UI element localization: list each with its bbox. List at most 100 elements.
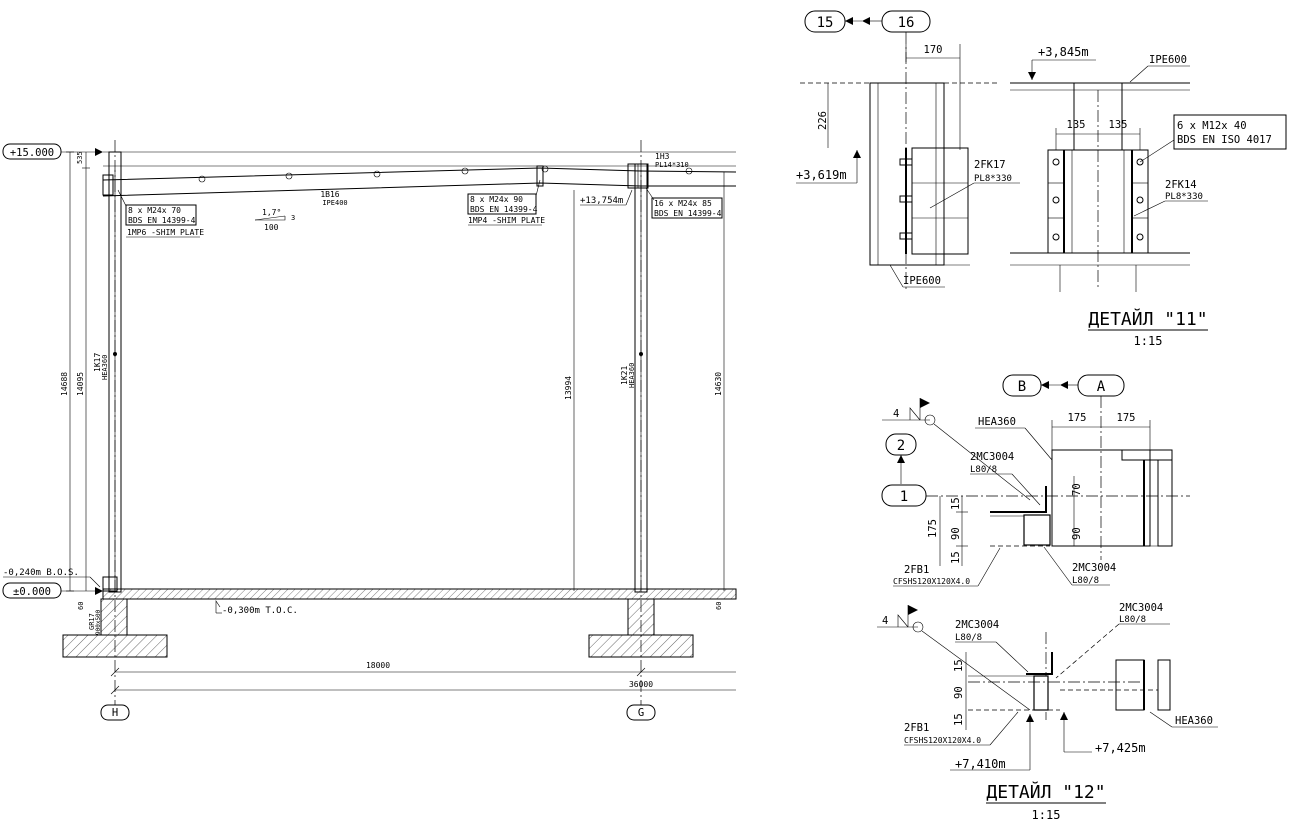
slope-value: 1,7°: [262, 208, 281, 217]
d12-weld-upper: 4: [893, 408, 899, 420]
roof-rafter: 1B16 IPE400 1H3 PL14*310: [102, 151, 737, 207]
column-right: 1K21 HEA360: [620, 163, 648, 593]
d11-plate-left-size: PL8*330: [974, 174, 1012, 184]
dim-vertical-left: 535 14688 14095 60: [60, 151, 90, 610]
column-left: 1K17 HEA360: [93, 151, 122, 593]
d11-level-lower-label: +3,619m: [796, 168, 847, 182]
column-left-profile: HEA360: [101, 355, 109, 380]
column-left-id: 1K17: [93, 353, 102, 372]
d11-plate-right-id: 2FK14: [1165, 179, 1197, 191]
note-left-bolts: 8 x M24x 70: [128, 206, 181, 215]
level-zero-label: ±0.000: [13, 586, 51, 598]
d12-dim-15b: 15: [950, 551, 962, 564]
d12-dim-15d: 15: [953, 713, 965, 726]
note-left: 8 x M24x 70 BDS EN 14399-4 1MP6 -SHIM PL…: [117, 189, 204, 238]
footing-left: GR17 900x500: [62, 576, 168, 658]
note-mid-shim: 1MP4 -SHIM PLATE: [468, 216, 545, 225]
d12-angle3-id: 2MC3004: [955, 619, 999, 631]
elevation-view: +15.000 ±0.000 -0,240m B.O.S. 1K17 HEA36…: [2, 140, 737, 721]
dim-14095: 14095: [76, 372, 85, 396]
d12-angle1-size: L80/8: [970, 465, 997, 475]
d11-title-block: ДЕТАЙЛ "11" 1:15: [1088, 308, 1208, 348]
beam-profile: IPE400: [322, 199, 347, 207]
axis-bubble-2: 2: [885, 433, 917, 456]
slope-run: 100: [264, 223, 279, 232]
dim-36000: 36000: [629, 680, 653, 689]
detail-11: 15 16 170 226 2FK17 PL8*330: [796, 10, 1287, 348]
note-right: 16 x M24x 85 BDS EN 14399-4: [645, 187, 723, 219]
note-right-std: BDS EN 14399-4: [654, 209, 722, 218]
axis-bubble-16: 16: [881, 10, 931, 33]
level-marker-top: +15.000: [2, 143, 103, 160]
ground-beam-id: GR17: [88, 613, 96, 630]
level-toc-label: -0,300m T.O.C.: [222, 606, 298, 616]
d12-fb-lower-id: 2FB1: [904, 722, 929, 734]
level-bos-label: -0,240m B.O.S.: [3, 568, 79, 578]
axis-g-label: G: [638, 707, 644, 719]
d12-angle4-size: L80/8: [1119, 615, 1146, 625]
d12-angle1-id: 2MC3004: [970, 451, 1014, 463]
d11-ipe-top: IPE600: [1149, 54, 1187, 66]
axis-bubble-b: B: [1002, 374, 1042, 397]
d12-fb-upper-size: CFSHS120X120X4.0: [893, 577, 970, 586]
d12-dim-175v: 175: [927, 519, 939, 538]
d12-lower-section: [968, 632, 1171, 720]
slope-rise: 3: [291, 214, 295, 222]
floor-slab: -0,300m T.O.C.: [102, 588, 737, 616]
d12-column-section: [1051, 449, 1173, 547]
d12-level-a-label: +7,425m: [1095, 741, 1146, 755]
dim-60-right: 60: [715, 602, 723, 610]
d12-dim-175a: 175: [1068, 412, 1087, 424]
dim-vertical-right: 13994 14630 60: [564, 172, 725, 610]
d12-angle2-id: 2MC3004: [1072, 562, 1116, 574]
d12-angles-upper: [990, 486, 1051, 547]
d11-dim-170: 170: [924, 44, 943, 56]
dim-18000: 18000: [366, 661, 390, 670]
level-marker-zero: ±0.000: [2, 582, 103, 599]
column-right-profile: HEA360: [628, 363, 636, 388]
slope-symbol: 1,7° 3 100: [254, 208, 295, 232]
note-left-shim: 1MP6 -SHIM PLATE: [127, 228, 204, 237]
d11-title: ДЕТАЙЛ "11": [1088, 308, 1207, 330]
axis-16-label: 16: [898, 15, 915, 31]
dim-horizontal: 18000 36000: [110, 661, 736, 695]
axis-h-label: H: [112, 707, 118, 719]
axis-b-label: B: [1018, 379, 1026, 395]
d12-fb-lower-size: CFSHS120X120X4.0: [904, 736, 981, 745]
weld-symbol-lower: 4: [877, 605, 1031, 711]
d11-level-upper: +3,845m: [1028, 45, 1096, 80]
d11-dim-135a: 135: [1067, 119, 1086, 131]
ground-beam-size: 900x500: [95, 609, 102, 635]
d12-dim-90c: 90: [953, 686, 965, 699]
d12-weld-lower: 4: [882, 615, 888, 627]
d12-angle4-id: 2MC3004: [1119, 602, 1163, 614]
axis-15-label: 15: [817, 15, 834, 31]
d11-level-upper-label: +3,845m: [1038, 45, 1089, 59]
level-top-label: +15.000: [10, 147, 54, 159]
d12-level-b-label: +7,410m: [955, 757, 1006, 771]
d11-level-lower: +3,619m: [796, 150, 861, 184]
d11-plate-right-size: PL8*330: [1165, 192, 1203, 202]
d12-title: ДЕТАЙЛ "12": [986, 781, 1105, 803]
d11-bolts-std: BDS EN ISO 4017: [1177, 134, 1272, 146]
d12-angle2-size: L80/8: [1072, 576, 1099, 586]
dim-535: 535: [76, 151, 84, 164]
d11-bolts-spec: 6 x M12x 40: [1177, 120, 1247, 132]
d11-scale: 1:15: [1134, 334, 1163, 348]
d12-dim-15c: 15: [953, 659, 965, 672]
level-haunch: +13,754m: [580, 189, 633, 206]
note-left-std: BDS EN 14399-4: [128, 216, 196, 225]
dim-13994: 13994: [564, 376, 573, 400]
axis-bubble-g: G: [626, 704, 656, 721]
footing-right: [588, 598, 694, 658]
d12-scale: 1:15: [1032, 808, 1061, 822]
note-mid-bolts: 8 x M24x 90: [470, 195, 523, 204]
d11-bolts-left: [899, 158, 913, 240]
d12-level-a: +7,425m: [1060, 712, 1146, 755]
d12-title-block: ДЕТАЙЛ "12" 1:15: [986, 781, 1106, 822]
d12-hea-upper: HEA360: [978, 416, 1016, 428]
note-mid: 8 x M24x 90 BDS EN 14399-4 1MP4 -SHIM PL…: [467, 179, 545, 226]
axis-bubble-a: A: [1077, 374, 1125, 397]
axis-bubble-h: H: [100, 704, 130, 721]
